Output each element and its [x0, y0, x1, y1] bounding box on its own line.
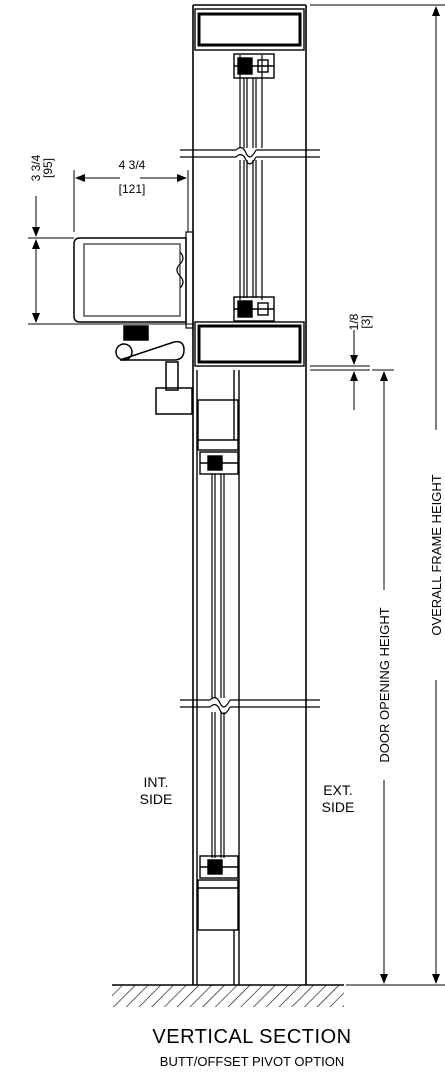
dim-clearance	[310, 330, 370, 410]
overall-frame-height-label: OVERALL FRAME HEIGHT	[429, 474, 444, 635]
dim-overall-frame	[310, 4, 445, 986]
door-glazing	[211, 474, 225, 858]
door-header	[194, 321, 305, 367]
upper-glass-stop-top	[233, 53, 275, 79]
closer-housing	[73, 231, 194, 329]
door-glass-stop-top	[199, 451, 239, 475]
door-bottom-rail	[197, 879, 239, 985]
drawing-subtitle: BUTT/OFFSET PIVOT OPTION	[160, 1054, 344, 1069]
dim-head-height-mm: [95]	[41, 158, 55, 178]
upper-glazing	[239, 55, 263, 300]
ext-side-label-line2: SIDE	[322, 799, 355, 815]
head-top-member	[194, 8, 305, 51]
dim-clearance-in: 1/8	[347, 313, 361, 330]
dim-head-height	[28, 196, 194, 325]
upper-glass-stop-bottom	[233, 296, 275, 322]
int-side-label-line1: INT.	[144, 774, 169, 790]
dim-head-depth-in: 4 3/4	[119, 158, 146, 172]
floor-line	[112, 984, 344, 1007]
dim-head-depth	[73, 170, 189, 232]
break-line-upper	[180, 147, 320, 165]
dim-head-depth-mm: [121]	[119, 182, 146, 196]
ext-side-label-line1: EXT.	[323, 782, 353, 798]
pivot-hardware	[115, 325, 193, 415]
door-opening-height-label: DOOR OPENING HEIGHT	[377, 607, 392, 762]
int-side-label-line2: SIDE	[140, 791, 173, 807]
drawing-title: VERTICAL SECTION	[152, 1026, 351, 1048]
break-line-lower	[180, 697, 320, 715]
door-glass-stop-bottom	[199, 855, 239, 879]
dim-clearance-mm: [3]	[359, 315, 373, 328]
dim-head-height-in: 3 3/4	[29, 154, 43, 181]
door-leaf	[196, 370, 240, 985]
frame-jamb	[192, 4, 307, 985]
